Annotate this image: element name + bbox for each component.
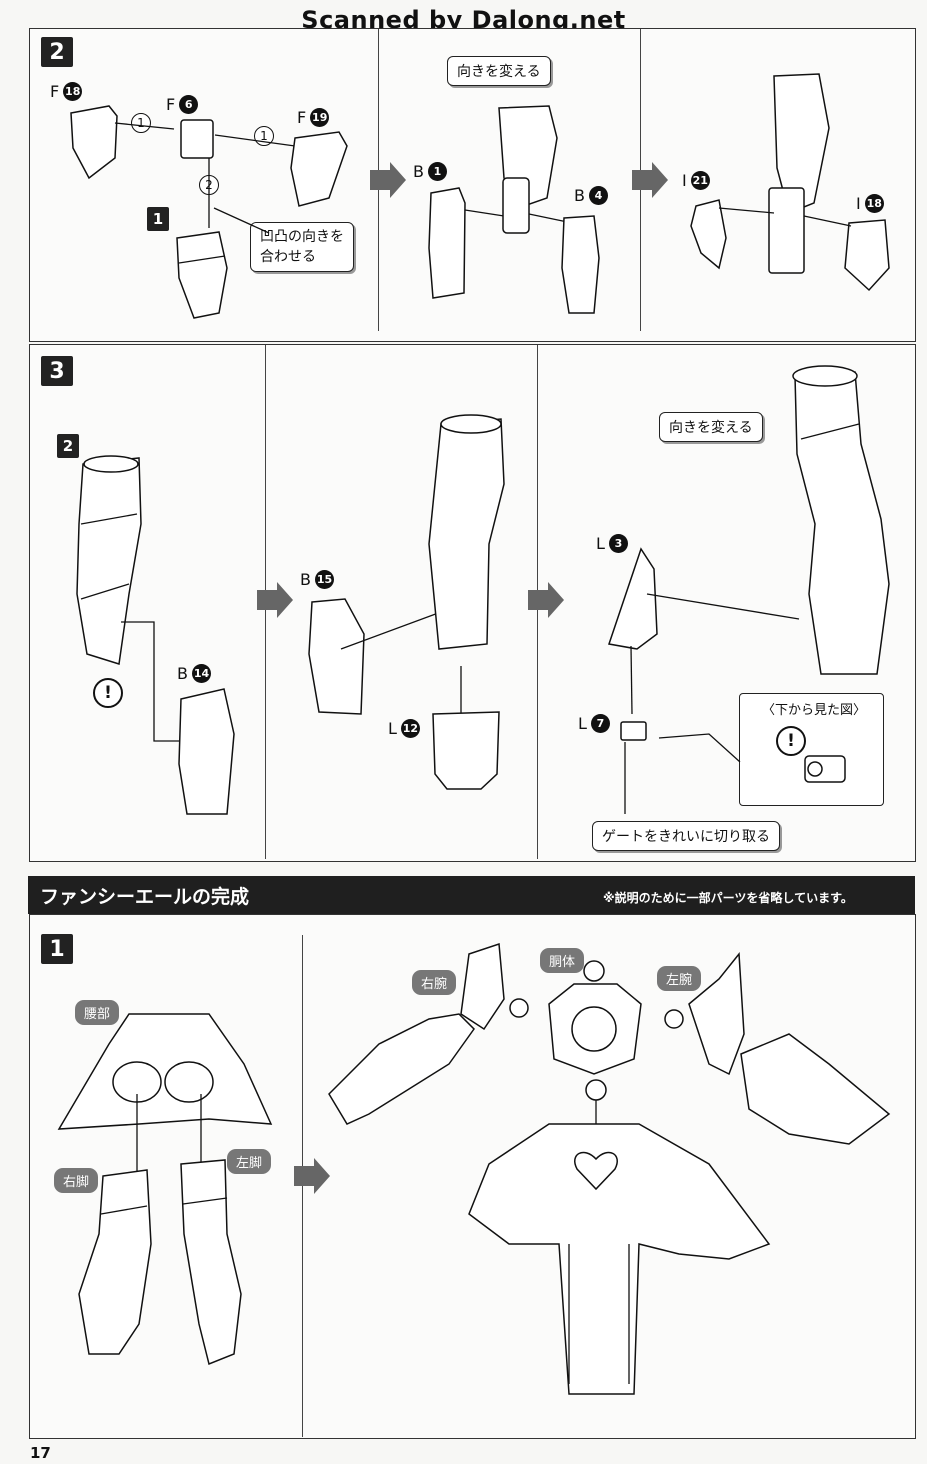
label-i21: I 21 [682,171,710,190]
pill-right-leg: 右脚 [54,1168,99,1193]
label-f6-letter: F [166,95,176,114]
pill-left-leg: 左脚 [227,1149,272,1174]
step3-ref-step: 2 [57,434,79,458]
part-skirt-body [468,1123,771,1395]
callout-align: 凹凸の向きを 合わせる [250,222,354,272]
label-l3-letter: L [596,534,605,553]
pill-torso: 胴体 [540,948,585,973]
label-f18-num: 18 [63,82,83,101]
label-i18: I 18 [856,194,884,213]
arrow-chevron-2 [632,162,668,198]
label-b1-letter: B [413,162,424,181]
label-f19: F 19 [297,108,330,127]
label-b15-letter: B [300,570,311,589]
part-l3 [608,547,658,650]
label-b14-letter: B [177,664,188,683]
warning-icon-step3: ! [93,678,123,708]
part-i18 [844,219,890,292]
label-b4-num: 4 [588,186,608,205]
label-f19-letter: F [297,108,307,127]
label-i21-letter: I [682,171,687,190]
label-b14-num: 14 [191,664,211,683]
part-f18 [70,105,118,180]
arrow-chevron-5 [294,1158,330,1194]
part-l7 [620,721,647,741]
label-b1-num: 1 [427,162,447,181]
part-f19 [290,131,348,207]
part-right-arm [328,1013,475,1125]
label-b15: B 15 [300,570,334,589]
label-f6-num: 6 [179,95,199,114]
label-l12: L 12 [388,719,420,738]
label-l7-num: 7 [590,714,610,733]
label-i21-num: 21 [690,171,710,190]
arrow-chevron-3 [257,582,293,618]
completion-title: ファンシーエールの完成 [40,886,250,908]
pill-right-arm: 右腕 [412,970,457,995]
bottom-view-box [739,693,884,806]
part-f6 [180,119,214,159]
part-b4 [561,215,600,314]
part-left-leg [180,1159,242,1366]
label-f18-letter: F [50,82,60,101]
callout-turn-step2: 向きを変える [447,56,551,86]
order-marker-1a: 1 [131,113,151,133]
part-1-foot [176,231,228,319]
label-l7-letter: L [578,714,587,733]
step2-number: 2 [41,37,73,67]
label-l3: L 3 [596,534,628,553]
completion-note: ※説明のために一部パーツを省略しています。 [603,891,853,905]
part-leg-step3-center [428,418,505,650]
part-leg-step3-right [794,371,890,675]
part-leg-step3-left [76,457,142,665]
label-l3-num: 3 [608,534,628,553]
page-number: 17 [30,1444,51,1462]
completion-step-number: 1 [41,934,73,964]
callout-turn-step3: 向きを変える [659,412,763,442]
completion-drawing [57,942,891,1395]
completion-banner [28,876,915,914]
label-b15-num: 15 [314,570,334,589]
step3-drawing [76,365,890,815]
label-i18-num: 18 [864,194,884,213]
part-waist [57,1013,273,1130]
part-right-leg [78,1169,152,1355]
step2-ref-step: 1 [147,207,169,231]
arrow-chevron-1 [370,162,406,198]
label-f19-num: 19 [310,108,330,127]
label-f6: F 6 [166,95,199,114]
label-b14: B 14 [177,664,211,683]
pill-waist: 腰部 [75,1000,120,1025]
warning-icon-bottom-view: ! [776,726,806,756]
label-l12-num: 12 [400,719,420,738]
part-l12 [432,711,500,790]
label-f18: F 18 [50,82,83,101]
part-leg-assembled [773,73,830,215]
part-b1 [428,187,466,299]
arrow-chevron-4 [528,582,564,618]
part-left-arm [688,952,745,1076]
part-b15 [308,598,365,715]
step2-drawing [70,73,890,319]
label-l7: L 7 [578,714,610,733]
label-i18-letter: I [856,194,861,213]
callout-gate: ゲートをきれいに切り取る [592,821,780,851]
label-l12-letter: L [388,719,397,738]
part-b14 [178,688,235,815]
label-b4-letter: B [574,186,585,205]
step3-number: 3 [41,356,73,386]
pill-left-arm: 左腕 [657,966,702,991]
part-i21 [690,199,727,270]
label-b4: B 4 [574,186,608,205]
bottom-view-title: 〈下から見た図〉 [762,703,867,718]
label-b1: B 1 [413,162,447,181]
